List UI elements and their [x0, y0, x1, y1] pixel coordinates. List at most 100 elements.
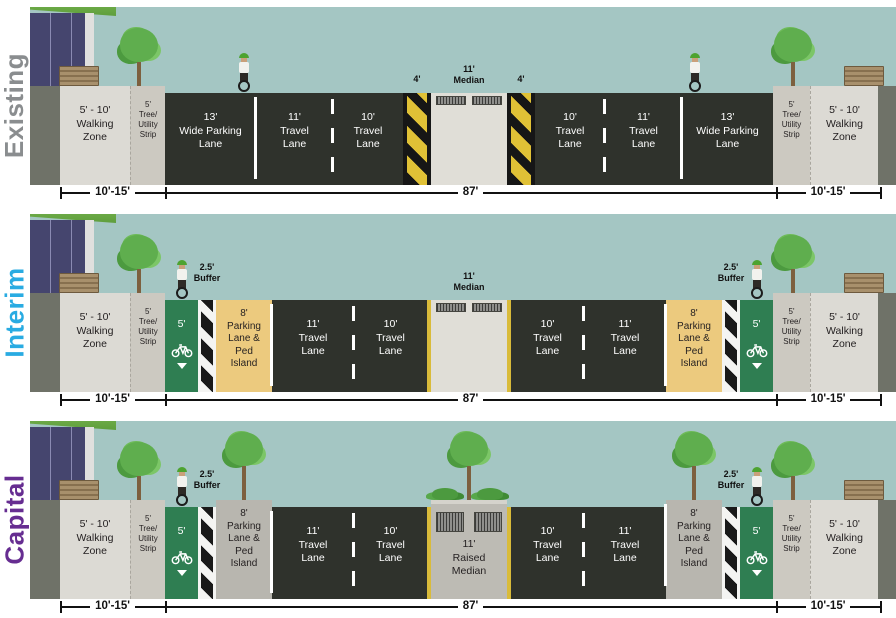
dimension-rule	[165, 606, 458, 608]
lane-label-line: Travel	[298, 331, 328, 344]
lane-painted-buffer	[507, 93, 535, 185]
lane-label-line: Lane	[378, 345, 403, 358]
awning-icon	[30, 421, 116, 430]
lane-label-line: Travel	[533, 331, 562, 344]
vent-grate-icon	[472, 96, 502, 105]
lane-label-line: Travel	[610, 331, 640, 344]
bike-lane-marking	[746, 332, 768, 369]
dimension-segment: 10'-15'	[776, 394, 881, 406]
dimension-label: 10'-15'	[95, 393, 130, 406]
tree-canopy-icon	[774, 235, 812, 269]
cyclist-icon	[173, 467, 191, 507]
lane-label-line: Parking	[677, 320, 711, 332]
dimension-rule	[483, 606, 776, 608]
lane-label-line: 10'	[540, 318, 555, 330]
lane-label-line: 5' - 10'	[829, 104, 860, 116]
chevron-down-icon	[176, 569, 187, 576]
tree-trunk-icon	[692, 466, 696, 500]
lane-label-line: 5'	[177, 318, 186, 330]
lane-label-line: Lane	[535, 552, 560, 565]
lane-label-line: Travel	[376, 538, 405, 551]
dimension-tick	[880, 601, 882, 613]
dimension-rule	[134, 192, 166, 194]
lane-label-line: 5'	[177, 525, 186, 537]
cyclist-icon	[748, 467, 766, 507]
lane-label-line: Tree/	[138, 317, 158, 326]
lane-yellow-edge-line	[507, 507, 511, 599]
lane-label-line: Lane	[282, 138, 307, 151]
dimension-tick	[880, 187, 882, 199]
vent-grate-icon	[436, 303, 466, 312]
tree-trunk-icon	[242, 466, 246, 500]
lane-label-line: Lane	[613, 552, 637, 565]
lane-label-line: Lane	[301, 552, 325, 565]
dimension-rule	[483, 192, 776, 194]
lane-label-line: Island	[680, 358, 708, 369]
tree-canopy-icon	[774, 442, 812, 476]
dimension-label: 87'	[462, 600, 479, 613]
lane-width-annotation: 11'Median	[453, 64, 484, 86]
dimension-rule	[850, 192, 881, 194]
dimension-rule	[850, 399, 881, 401]
tree-trunk-icon	[137, 269, 141, 293]
vent-grate-icon	[474, 512, 502, 532]
cyclist-icon	[173, 260, 191, 300]
dimension-line: 10'-15'87'10'-15'	[30, 599, 896, 617]
annotation-line: 2.5'	[199, 469, 215, 480]
lane-striped-buffer	[722, 300, 740, 392]
lane-width-annotation: 2.5'Buffer	[718, 262, 745, 284]
dimension-line: 10'-15' 87' 10'-15'	[30, 392, 896, 410]
dimension-rule	[776, 399, 806, 401]
lane-label-line: Strip	[783, 130, 800, 139]
annotation-line: Buffer	[717, 480, 745, 491]
lane-yellow-edge-line	[427, 507, 431, 599]
lane-label-line: Ped	[685, 545, 703, 557]
tree-icon	[116, 28, 162, 86]
lane-label-line: Travel	[629, 124, 658, 137]
lane-label-line: Raised	[452, 551, 486, 564]
lane-label-line: Utility	[138, 327, 158, 336]
tree-icon	[770, 28, 816, 86]
dimension-rule	[165, 192, 458, 194]
lane-label: 5'	[753, 318, 761, 332]
lane-label-line: 5'	[752, 318, 761, 330]
cyclist-icon	[748, 260, 766, 300]
tree-canopy-icon	[675, 432, 713, 466]
dimension-label: 87'	[462, 393, 479, 406]
bench-icon	[59, 66, 99, 86]
dimension-segment: 10'-15'	[60, 393, 166, 406]
awning-icon	[30, 214, 116, 223]
lane-label-line: Lane	[535, 345, 560, 358]
tree-trunk-icon	[137, 476, 141, 500]
lane-label-line: Lane	[715, 138, 740, 151]
dimension-segment: 10'-15'	[776, 601, 881, 613]
lane-label-line: Walking	[76, 531, 114, 544]
lane-label-line: Zone	[832, 545, 857, 558]
bench-icon	[59, 273, 99, 293]
tree-canopy-icon	[120, 28, 158, 62]
dimension-rule	[776, 606, 806, 608]
